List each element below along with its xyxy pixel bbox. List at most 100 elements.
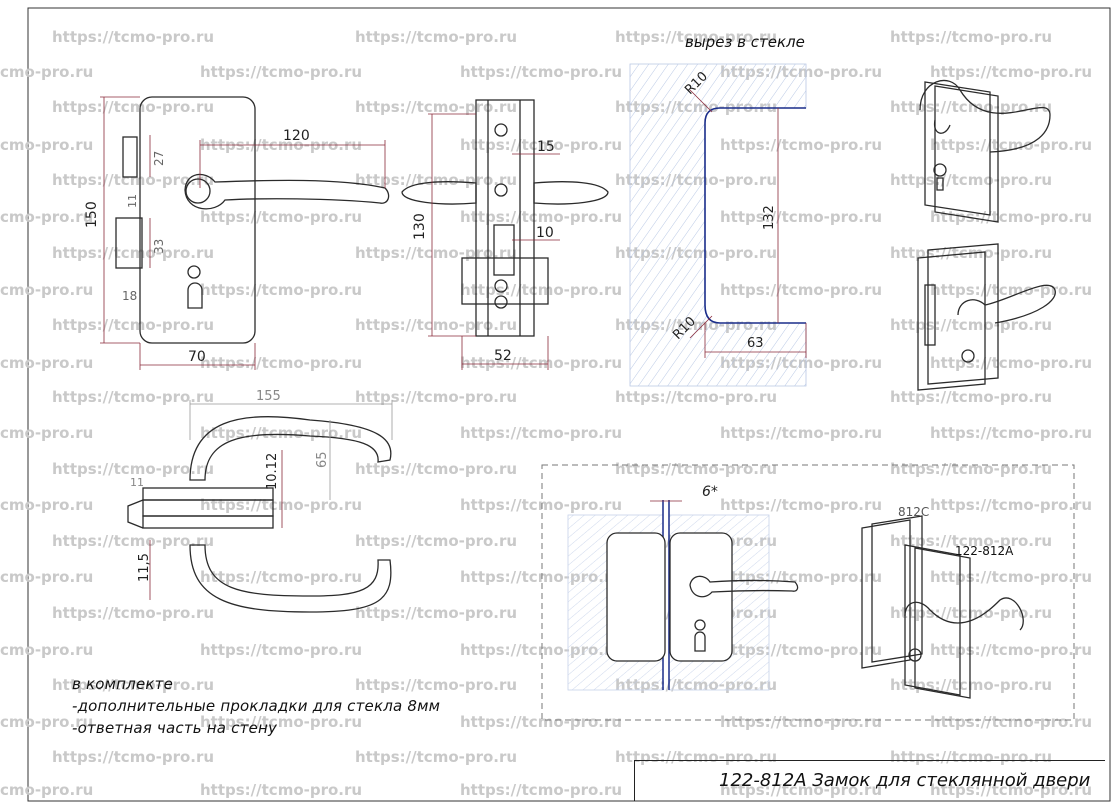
watermark-text: https://tcmo-pro.ru xyxy=(355,98,517,116)
watermark-text: https://tcmo-pro.ru xyxy=(890,748,1052,766)
watermark-text: https://tcmo-pro.ru xyxy=(460,713,622,731)
dim-plan-reach: 65 xyxy=(315,451,330,468)
dim-plan-offset: 11 xyxy=(130,476,144,489)
assembly-gap-label: 6* xyxy=(702,484,718,500)
watermark-text: https://tcmo-pro.ru xyxy=(930,424,1092,442)
watermark-text: https://tcmo-pro.ru xyxy=(890,604,1052,622)
iso-view-bottom xyxy=(917,243,1056,391)
watermark-text: cmo-pro.ru xyxy=(0,208,93,226)
watermark-text: https://tcmo-pro.ru xyxy=(52,316,214,334)
dim-front-width: 70 xyxy=(188,349,206,365)
watermark-text: https://tcmo-pro.ru xyxy=(720,781,882,799)
watermark-text: https://tcmo-pro.ru xyxy=(460,496,622,514)
front-dimensions xyxy=(100,96,386,370)
watermark-text: https://tcmo-pro.ru xyxy=(52,532,214,550)
watermark-text: https://tcmo-pro.ru xyxy=(355,748,517,766)
plan-dimensions xyxy=(149,400,393,600)
iso-view-top xyxy=(919,79,1051,223)
plan-plate-bot xyxy=(142,515,274,529)
watermark-text: https://tcmo-pro.ru xyxy=(200,208,362,226)
watermark-text: https://tcmo-pro.ru xyxy=(52,460,214,478)
side-screw-3 xyxy=(494,279,508,293)
side-screw-1 xyxy=(494,123,508,137)
watermark-text: https://tcmo-pro.ru xyxy=(355,244,517,262)
watermark-text: https://tcmo-pro.ru xyxy=(52,28,214,46)
watermark-text: https://tcmo-pro.ru xyxy=(890,388,1052,406)
front-plate xyxy=(139,96,256,344)
watermark-text: https://tcmo-pro.ru xyxy=(355,28,517,46)
dim-front-lever: 120 xyxy=(283,128,310,144)
watermark-text: https://tcmo-pro.ru xyxy=(200,641,362,659)
watermark-text: https://tcmo-pro.ru xyxy=(355,388,517,406)
plan-dimension-labels: 155 65 10.12 11 11,5 xyxy=(130,389,330,582)
watermark-text: https://tcmo-pro.ru xyxy=(355,532,517,550)
watermark-text: https://tcmo-pro.ru xyxy=(460,63,622,81)
watermark-text: cmo-pro.ru xyxy=(0,354,93,372)
dim-plan-length: 155 xyxy=(256,389,281,404)
front-cylinder xyxy=(187,265,201,279)
watermark-text: https://tcmo-pro.ru xyxy=(52,604,214,622)
assembly-frame xyxy=(541,464,1075,721)
watermark-text: https://tcmo-pro.ru xyxy=(890,532,1052,550)
watermark-text: https://tcmo-pro.ru xyxy=(890,28,1052,46)
front-keyhole xyxy=(187,282,203,309)
dim-plan-glass: 10.12 xyxy=(265,453,280,490)
watermark-text: https://tcmo-pro.ru xyxy=(930,713,1092,731)
watermark-text: https://tcmo-pro.ru xyxy=(930,641,1092,659)
side-body xyxy=(475,99,535,337)
watermark-text: https://tcmo-pro.ru xyxy=(355,604,517,622)
side-dimensions xyxy=(428,113,560,370)
assembly-part-a-label: 812С xyxy=(898,505,929,519)
assembly-plate-left xyxy=(606,532,666,662)
front-view xyxy=(115,96,390,344)
watermark-text: https://tcmo-pro.ru xyxy=(200,496,362,514)
watermark-text: https://tcmo-pro.ru xyxy=(52,98,214,116)
watermark-text: https://tcmo-pro.ru xyxy=(615,28,777,46)
assembly-front xyxy=(606,532,799,662)
watermark-text: https://tcmo-pro.ru xyxy=(200,713,362,731)
watermark-text: https://tcmo-pro.ru xyxy=(460,281,622,299)
watermark-text: https://tcmo-pro.ru xyxy=(890,316,1052,334)
watermark-text: https://tcmo-pro.ru xyxy=(890,98,1052,116)
dim-side-depth: 52 xyxy=(494,348,512,364)
watermark-text: https://tcmo-pro.ru xyxy=(460,208,622,226)
watermark-text: cmo-pro.ru xyxy=(0,63,93,81)
watermark-text: https://tcmo-pro.ru xyxy=(460,781,622,799)
watermark-text: https://tcmo-pro.ru xyxy=(930,208,1092,226)
front-mid-slot xyxy=(115,217,143,269)
watermark-text: https://tcmo-pro.ru xyxy=(52,171,214,189)
watermark-text: https://tcmo-pro.ru xyxy=(200,281,362,299)
watermark-text: https://tcmo-pro.ru xyxy=(720,496,882,514)
side-screw-4 xyxy=(494,295,508,309)
assembly-iso xyxy=(861,515,1024,699)
dim-cutout-depth: 63 xyxy=(747,336,764,351)
kit-notes-item-2: -ответная часть на стену xyxy=(72,719,278,737)
dim-front-bottom-w: 18 xyxy=(122,289,137,303)
watermark-text: https://tcmo-pro.ru xyxy=(460,136,622,154)
plan-view xyxy=(127,415,392,613)
dim-cutout-height: 132 xyxy=(762,205,777,230)
title-block: 122-812А Замок для стеклянной двери xyxy=(634,760,1105,801)
dim-side-top: 15 xyxy=(537,139,555,155)
watermark-text: https://tcmo-pro.ru xyxy=(615,460,777,478)
assembly-glass xyxy=(567,500,770,691)
kit-notes-item-1: -дополнительные прокладки для стекла 8мм xyxy=(72,697,441,715)
watermark-text: cmo-pro.ru xyxy=(0,281,93,299)
watermark-text: https://tcmo-pro.ru xyxy=(720,136,882,154)
watermark-text: cmo-pro.ru xyxy=(0,496,93,514)
watermark-text: https://tcmo-pro.ru xyxy=(930,496,1092,514)
glass-cutout: вырез в стекле R10 R10 132 63 xyxy=(629,33,807,387)
watermark-text: cmo-pro.ru xyxy=(0,641,93,659)
watermark-text: https://tcmo-pro.ru xyxy=(720,208,882,226)
watermark-text: https://tcmo-pro.ru xyxy=(200,354,362,372)
side-bottom-block xyxy=(461,257,549,305)
dim-front-top-slot-w: 11 xyxy=(126,194,139,208)
watermark-text: https://tcmo-pro.ru xyxy=(200,781,362,799)
watermark-text: https://tcmo-pro.ru xyxy=(930,568,1092,586)
watermark-text: https://tcmo-pro.ru xyxy=(200,63,362,81)
dim-front-top-slot: 27 xyxy=(152,151,166,166)
side-latch xyxy=(493,224,515,276)
watermark-text: https://tcmo-pro.ru xyxy=(355,460,517,478)
side-lever-right xyxy=(533,181,609,205)
